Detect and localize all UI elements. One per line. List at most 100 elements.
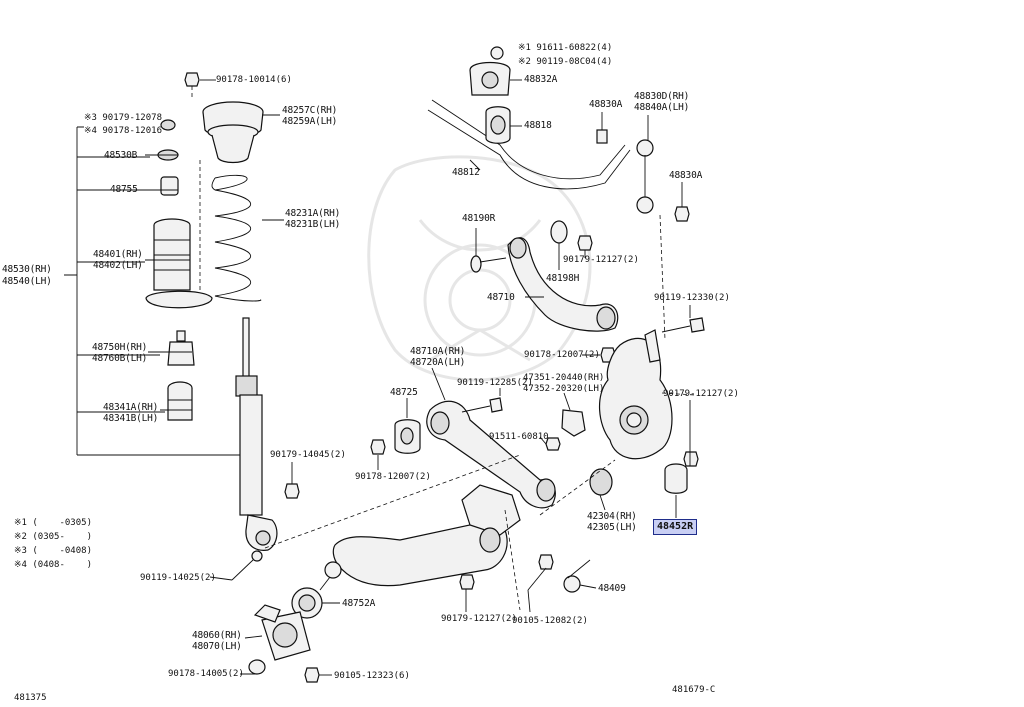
label-90178-14005: 90178-14005(2) — [168, 669, 244, 679]
nut-48830a-top — [596, 129, 608, 144]
label-48540lh: 48540(LH) — [2, 276, 52, 287]
label-48402: 48402(LH) — [93, 260, 143, 271]
label-90119-14025: 90119-14025(2) — [140, 573, 216, 583]
label-47351: 47351-20440(RH) — [523, 373, 605, 383]
label-90178-10014: 90178-10014(6) — [216, 75, 292, 85]
nut-90178-12007-b — [370, 439, 386, 455]
bolt-48190r — [470, 255, 507, 273]
bushing-48452r — [664, 463, 688, 494]
knuckle-bushing — [589, 468, 613, 496]
member-support-48060 — [253, 604, 311, 661]
label-48257c: 48257C(RH) — [282, 105, 338, 116]
label-48830d: 48830D(RH) — [634, 91, 690, 102]
footer-right-code: 481679-C — [672, 685, 716, 695]
nut-90179-12127-b — [683, 451, 699, 467]
label-48725: 48725 — [390, 387, 418, 398]
label-90178-12007-b: 90178-12007(2) — [355, 472, 431, 482]
trailing-arm-48752a-assy — [319, 484, 521, 591]
bushing-48818 — [485, 106, 511, 144]
label-48401: 48401(RH) — [93, 249, 143, 260]
bolt-90119-14025 — [231, 550, 263, 581]
label-48830a-right: 48830A — [669, 170, 703, 181]
label-47352: 47352-20320(LH) — [523, 384, 605, 394]
label-48070: 48070(LH) — [192, 641, 242, 652]
nut-48830a-right — [674, 206, 690, 222]
bushing-48752a — [291, 587, 323, 619]
bolt-90105-12323 — [304, 667, 320, 683]
label-90179-14045: 90179-14045(2) — [270, 450, 346, 460]
cam-48198h — [550, 220, 568, 244]
bolt-90119-12285 — [461, 397, 503, 413]
label-90105-12323: 90105-12323(6) — [334, 671, 410, 681]
plate-47351 — [561, 409, 586, 437]
label-90179-12127-a: 90179-12127(2) — [563, 255, 639, 265]
stabilizer-link — [636, 139, 654, 214]
label-48341b: 48341B(LH) — [103, 413, 159, 424]
label-48720a: 48720A(LH) — [410, 357, 466, 368]
label-48198h: 48198H — [546, 273, 580, 284]
watermark-logo — [367, 155, 592, 382]
legend-note-3: ※3 ( -0408) — [14, 546, 92, 556]
label-48750h: 48750H(RH) — [92, 342, 148, 353]
note-b-badge — [490, 46, 504, 60]
nut-90179-12127-a — [577, 235, 593, 251]
cam-bolt-48409 — [563, 559, 591, 593]
washer-90178-14005 — [248, 659, 266, 675]
nut-90179-12127-c — [459, 574, 475, 590]
bound-stopper — [167, 381, 193, 421]
label-48840a: 48840A(LH) — [634, 102, 690, 113]
label-48752a: 48752A — [342, 598, 376, 609]
nut-90179-14045 — [284, 483, 300, 499]
legend-note-4: ※4 (0408- ) — [14, 560, 92, 570]
label-90105-12082: 90105-12082(2) — [512, 616, 588, 626]
label-48710: 48710 — [487, 292, 515, 303]
lower-arm-48710a — [426, 400, 556, 509]
upper-mount — [202, 101, 264, 164]
label-48341a: 48341A(RH) — [103, 402, 159, 413]
label-42305: 42305(LH) — [587, 522, 637, 533]
label-48818: 48818 — [524, 120, 552, 131]
label-48060: 48060(RH) — [192, 630, 242, 641]
top-nut — [184, 72, 200, 87]
label-90178-12007-a: 90178-12007(2) — [524, 350, 600, 360]
bump-stopper — [167, 330, 195, 366]
label-48812: 48812 — [452, 167, 480, 178]
footer-left-code: 481375 — [14, 693, 47, 703]
legend-note-2: ※2 (0305- ) — [14, 532, 92, 542]
label-48832a: 48832A — [524, 74, 558, 85]
nut-small — [160, 119, 176, 131]
upper-arm-48710 — [507, 237, 619, 332]
label-90119-12285: 90119-12285(2) — [457, 378, 533, 388]
bracket-48832a — [469, 61, 511, 96]
label-91511-60810: 91511-60810 — [489, 432, 549, 442]
label-42304: 42304(RH) — [587, 511, 637, 522]
label-48409: 48409 — [598, 583, 626, 594]
leader-lines — [145, 79, 691, 676]
label-48530rh: 48530(RH) — [2, 264, 52, 275]
label-48830a-top: 48830A — [589, 99, 623, 110]
label-48259a: 48259A(LH) — [282, 116, 338, 127]
label-48760b: 48760B(LH) — [92, 353, 148, 364]
label-48530b: 48530B — [104, 150, 138, 161]
bolt-90119-12330 — [661, 317, 705, 333]
shock-absorber — [235, 317, 278, 551]
dust-boot — [145, 218, 213, 309]
label-90179-12127-c: 90179-12127(2) — [441, 614, 517, 624]
knuckle-42304 — [598, 329, 673, 460]
strut-bracket — [64, 126, 255, 456]
label-note1-91611: ※1 91611-60822(4) — [518, 43, 613, 53]
label-48452r-highlighted[interactable]: 48452R — [653, 519, 698, 535]
label-48231b: 48231B(LH) — [285, 219, 341, 230]
label-90179-12127-b: 90179-12127(2) — [663, 389, 739, 399]
label-note2-90119: ※2 90119-08C04(4) — [518, 57, 613, 67]
label-48710a: 48710A(RH) — [410, 346, 466, 357]
label-90119-12330: 90119-12330(2) — [654, 293, 730, 303]
label-48755: 48755 — [110, 184, 138, 195]
bushing-48755 — [160, 176, 179, 196]
bushing-48725 — [394, 419, 421, 454]
label-note3-90179-12078: ※3 90179-12078 — [84, 113, 162, 123]
label-48190r: 48190R — [462, 213, 496, 224]
coil-spring — [211, 174, 262, 302]
legend-note-1: ※1 ( -0305) — [14, 518, 92, 528]
bolt-90105-12082 — [527, 554, 554, 591]
